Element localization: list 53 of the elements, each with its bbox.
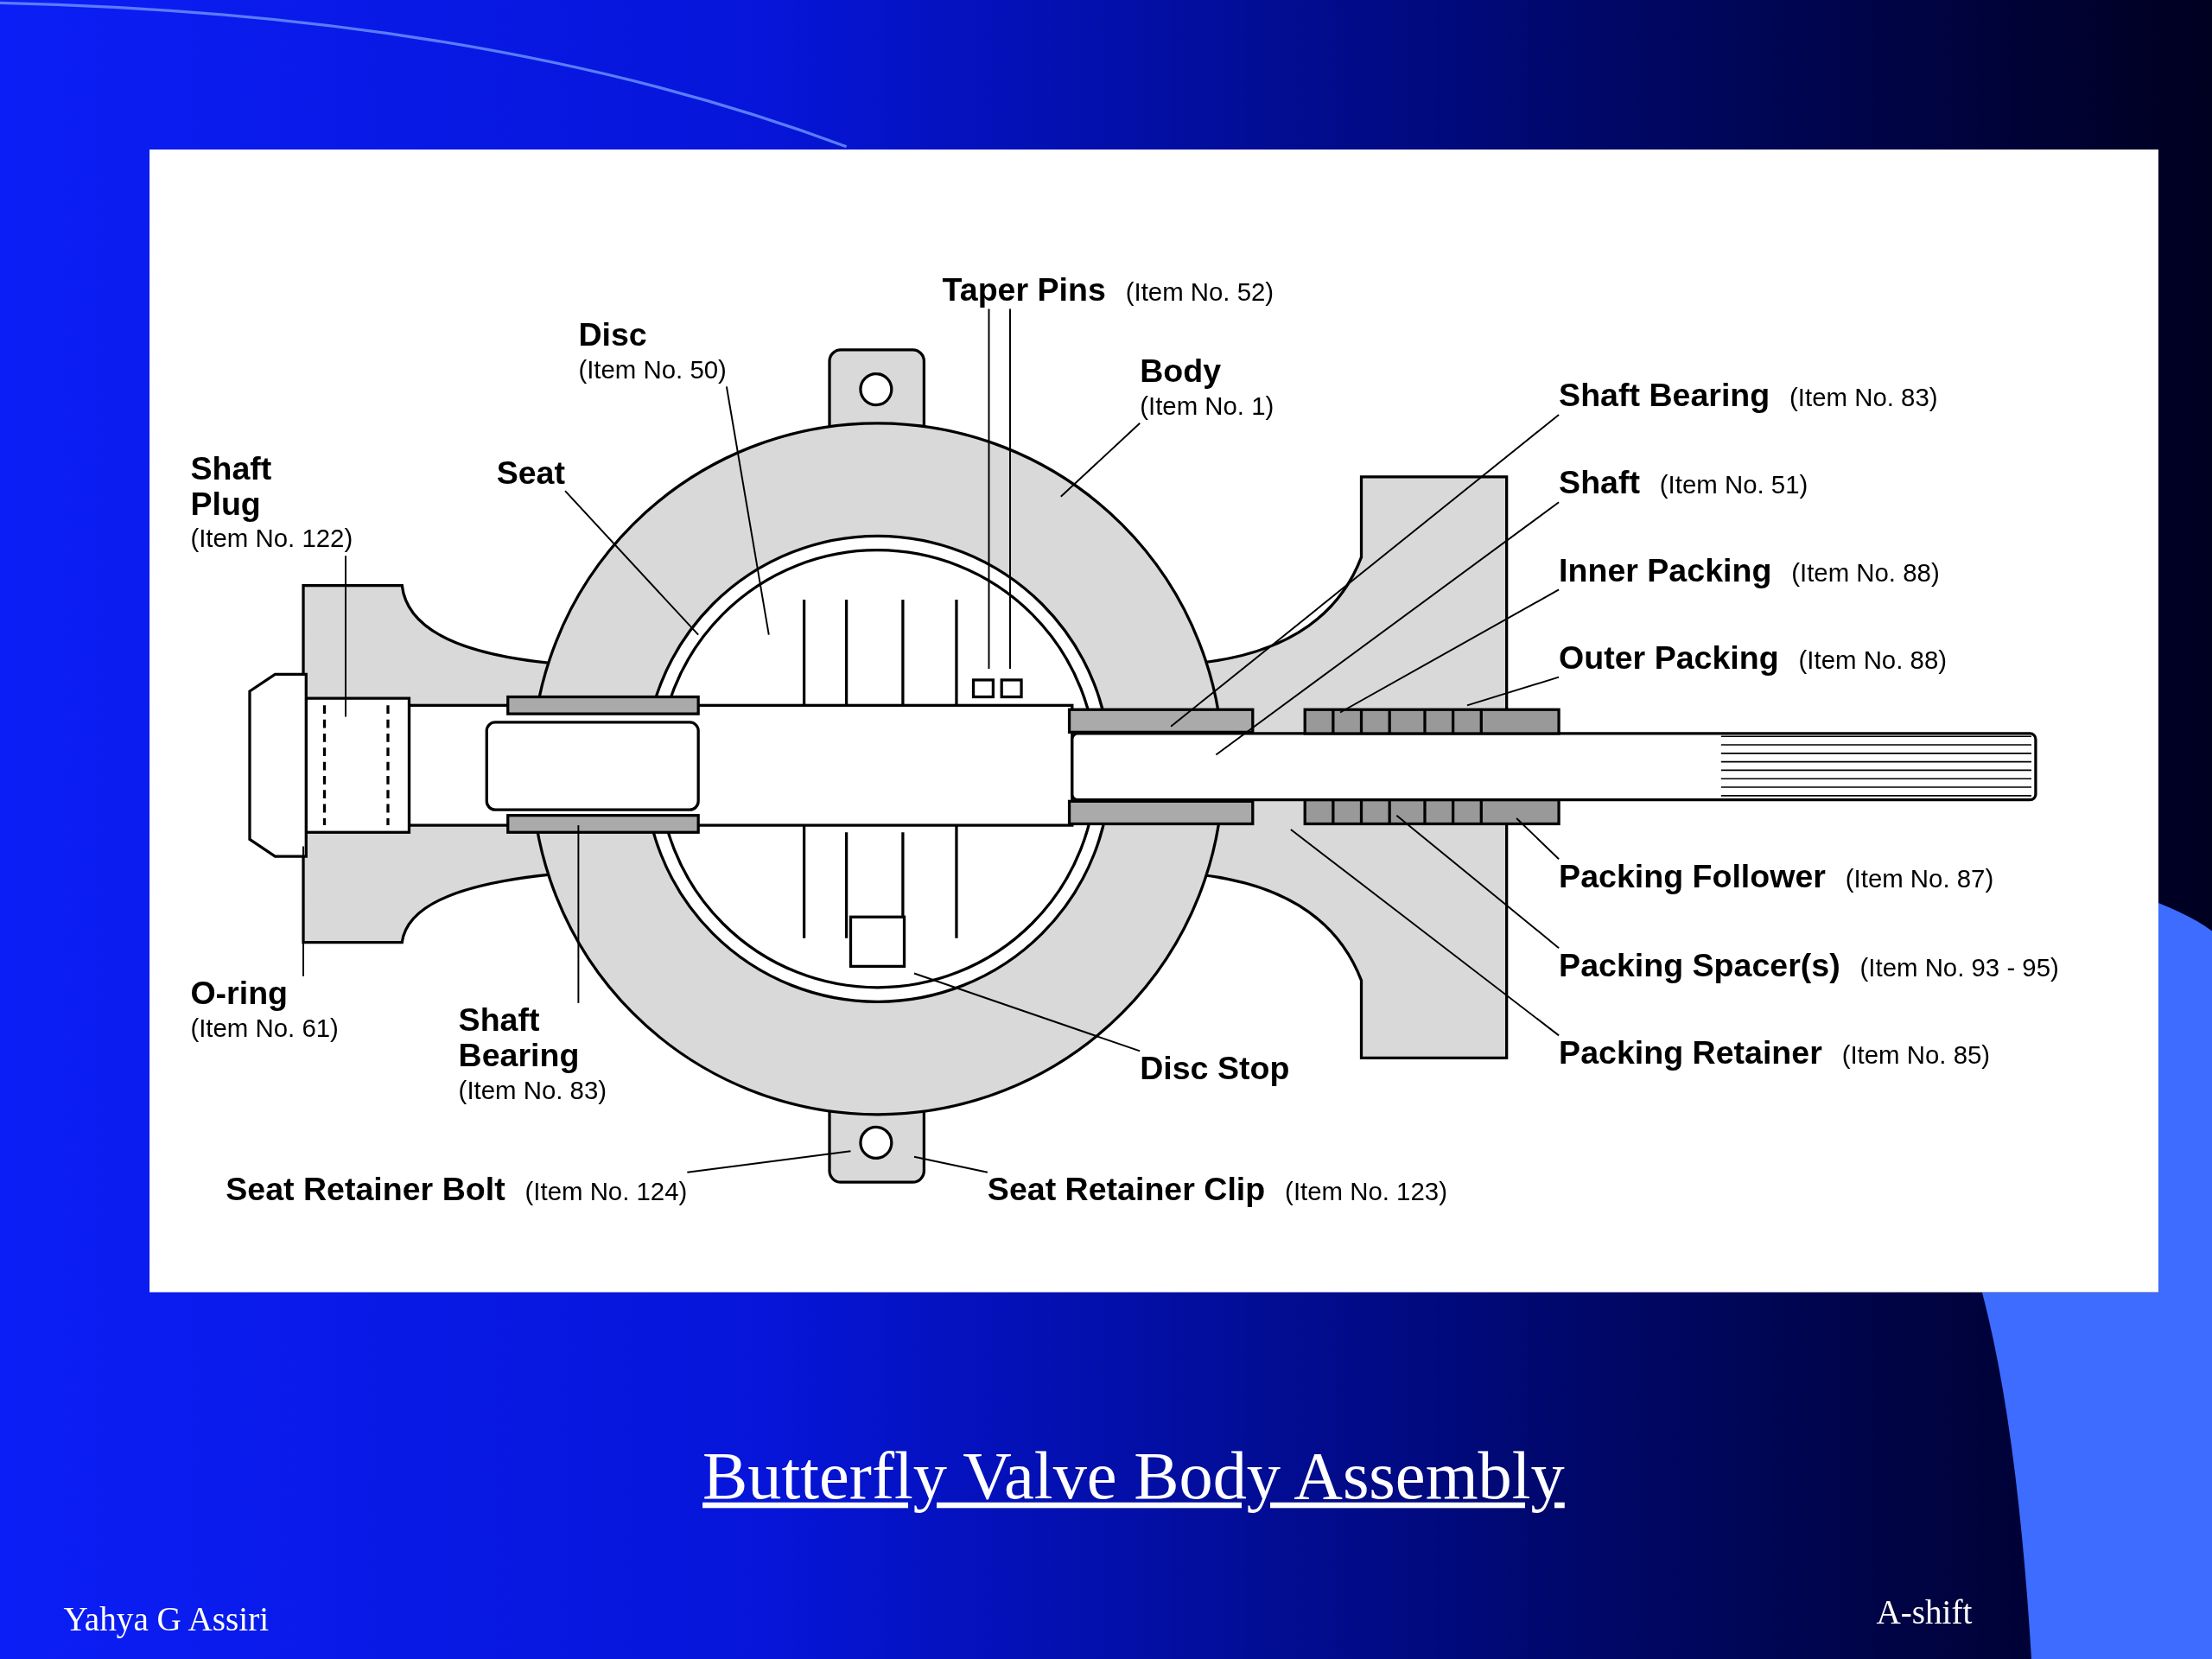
part-name: Outer Packing	[1559, 640, 1779, 677]
item-number: (Item No. 93 - 95)	[1859, 952, 2059, 984]
item-number: (Item No. 83)	[1789, 383, 1938, 414]
leader-line	[1059, 422, 1141, 498]
part-name: Shaft Bearing	[1559, 378, 1770, 414]
part-name: Seat Retainer Bolt	[226, 1172, 505, 1208]
part-name: Inner Packing	[1559, 553, 1772, 588]
leader-line	[686, 1150, 852, 1173]
item-number: (Item No. 122)	[190, 524, 353, 555]
leader-line	[345, 555, 346, 718]
leader-line	[1289, 829, 1560, 1037]
leader-line	[1339, 588, 1560, 714]
leader-line	[1170, 414, 1560, 728]
part-name: Shaft Plug	[190, 451, 273, 523]
part-name: Packing Spacer(s)	[1559, 948, 1840, 983]
leader-line	[988, 308, 990, 670]
footer-author: Yahya G Assiri	[63, 1601, 270, 1640]
leader-line	[1009, 308, 1011, 670]
leader-line	[577, 824, 580, 1004]
leader-line	[1215, 501, 1560, 756]
part-name: Shaft Bearing	[458, 1002, 581, 1074]
item-number: (Item No. 88)	[1791, 557, 1940, 589]
leader-line	[1466, 676, 1560, 707]
part-name: Taper Pins	[942, 272, 1106, 308]
item-number: (Item No. 123)	[1285, 1177, 1447, 1208]
leader-line	[1516, 817, 1560, 861]
leader-line	[913, 1155, 988, 1173]
item-number: (Item No. 85)	[1841, 1039, 1991, 1071]
part-name: Body	[1140, 353, 1222, 390]
item-number: (Item No. 50)	[578, 354, 727, 386]
item-number: (Item No. 52)	[1125, 276, 1274, 308]
item-number: (Item No. 1)	[1140, 391, 1274, 423]
footer-note: A-shift	[1876, 1593, 1973, 1632]
item-number: (Item No. 124)	[524, 1177, 688, 1208]
part-name: Disc	[578, 317, 647, 353]
leader-line	[913, 972, 1141, 1052]
item-number: (Item No. 61)	[190, 1013, 339, 1045]
item-number: (Item No. 87)	[1845, 863, 1994, 895]
leader-line	[302, 845, 304, 977]
item-number: (Item No. 83)	[458, 1075, 607, 1107]
slide-title: Butterfly Valve Body Assembly	[702, 1436, 1565, 1514]
part-name: Shaft	[1559, 465, 1640, 501]
part-name: Seat Retainer Clip	[987, 1172, 1266, 1208]
leader-line	[1395, 814, 1560, 950]
item-number: (Item No. 51)	[1659, 470, 1808, 501]
part-name: Seat	[496, 455, 566, 492]
part-name: O-ring	[190, 976, 289, 1012]
leader-line	[564, 490, 700, 636]
part-name: Disc Stop	[1140, 1051, 1290, 1087]
leader-line	[725, 385, 770, 636]
item-number: (Item No. 88)	[1798, 645, 1947, 677]
part-name: Packing Follower	[1559, 859, 1826, 895]
part-name: Packing Retainer	[1559, 1035, 1822, 1071]
